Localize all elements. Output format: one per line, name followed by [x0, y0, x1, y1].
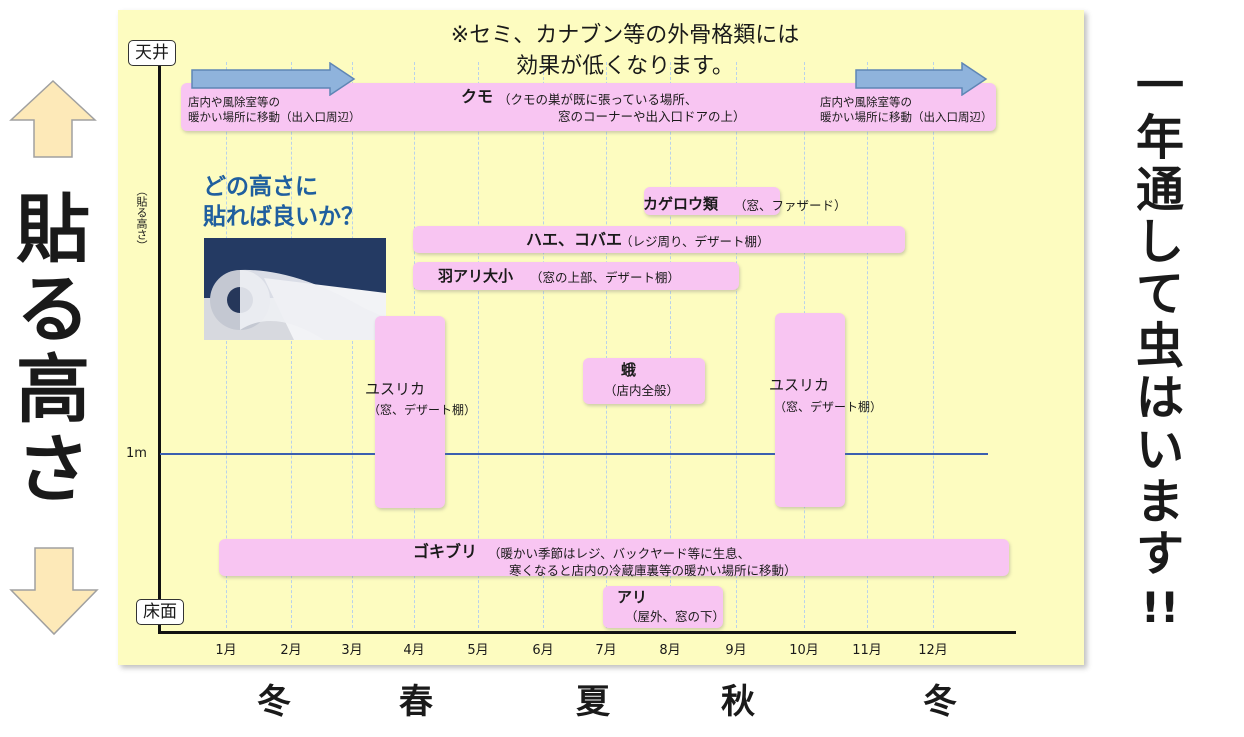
right-arrow-icon [191, 62, 356, 96]
spider-right-note-1: 店内や風除室等の [820, 95, 912, 109]
ceiling-label: 天井 [128, 40, 176, 66]
month-label: 2月 [280, 643, 302, 658]
midge-spring-band [375, 316, 445, 508]
grid-line [352, 62, 353, 628]
cockroach-name: ゴキブリ [413, 542, 478, 561]
grid-line [670, 62, 671, 628]
cockroach-detail-2: 寒くなると店内の冷蔵庫裏等の暖かい場所に移動） [509, 563, 797, 578]
midge-spring-name: ユスリカ [365, 380, 426, 398]
right-title-char: !! [1140, 583, 1180, 632]
right-title-char: す [1135, 526, 1184, 582]
cockroach-band [219, 539, 1009, 576]
ant-band [603, 586, 723, 628]
ant-name: アリ [617, 588, 648, 606]
month-label: 1月 [215, 643, 237, 658]
month-label: 10月 [789, 643, 819, 658]
spider-left-note-2: 暖かい場所に移動（出入口周辺） [188, 110, 361, 124]
month-label: 12月 [918, 643, 948, 658]
right-title-char: 年 [1135, 110, 1184, 166]
grid-line [933, 62, 934, 628]
cockroach-detail-1: （暖かい季節はレジ、バックヤード等に生息、 [488, 546, 751, 561]
grid-line [736, 62, 737, 628]
moth-name: 蛾 [621, 361, 637, 379]
spider-left-note-1: 店内や風除室等の [188, 95, 280, 109]
ant-detail: （屋外、窓の下） [625, 609, 726, 624]
moth-band [583, 358, 705, 404]
grid-line [606, 62, 607, 628]
callout-line-1: どの高さに [203, 174, 318, 200]
up-arrow-icon [9, 79, 97, 158]
floor-label: 床面 [136, 599, 184, 625]
mayfly-name: カゲロウ類 [643, 195, 719, 213]
grid-line [543, 62, 544, 628]
midge-spring-detail: （窓、デザート棚） [368, 403, 477, 417]
spider-detail-2: 窓のコーナーや出入口ドアの上） [558, 109, 746, 124]
left-title-char: さ [16, 427, 90, 513]
month-label: 9月 [725, 643, 747, 658]
grid-line [867, 62, 868, 628]
season-label: 春 [399, 682, 433, 722]
right-title-char: 虫 [1135, 318, 1184, 374]
right-title-char: ま [1135, 474, 1184, 530]
season-label: 夏 [576, 682, 610, 722]
height-axis-label: （貼る高さ） [135, 185, 148, 251]
spider-detail-1: （クモの巣が既に張っている場所、 [498, 92, 698, 107]
month-label: 4月 [403, 643, 425, 658]
moth-detail: （店内全般） [604, 383, 680, 398]
month-label: 8月 [659, 643, 681, 658]
fly-name: ハエ、コバエ [526, 230, 623, 249]
left-title-char: 高 [16, 347, 90, 433]
right-title-char: い [1135, 422, 1184, 478]
left-title-char: る [16, 267, 90, 353]
month-label: 7月 [595, 643, 617, 658]
season-label: 秋 [721, 682, 755, 722]
month-label: 5月 [467, 643, 489, 658]
mayfly-detail: （窓、ファザード） [734, 198, 847, 213]
one-meter-label: 1m [126, 446, 147, 461]
mayfly-band [644, 187, 780, 215]
note-line-1: ※セミ、カナブン等の外骨格類には [450, 23, 800, 48]
callout-line-2: 貼れば良いか？ [203, 204, 364, 230]
winged-ant-name: 羽アリ大小 [438, 267, 514, 285]
spider-name: クモ [461, 87, 494, 106]
right-title-char: 通 [1135, 162, 1184, 218]
left-title-char: 貼 [16, 187, 90, 273]
month-label: 3月 [341, 643, 363, 658]
winged-ant-detail: （窓の上部、デザート棚） [530, 270, 681, 285]
right-title-char: は [1135, 370, 1184, 426]
spider-band [181, 83, 996, 131]
right-title-char: 一 [1135, 58, 1184, 114]
spider-right-note-2: 暖かい場所に移動（出入口周辺） [820, 110, 993, 124]
month-label: 11月 [852, 643, 882, 658]
grid-line [291, 62, 292, 628]
season-label: 冬 [923, 682, 957, 722]
right-title-char: し [1135, 214, 1184, 270]
right-arrow-icon [855, 62, 988, 96]
note-line-2: 効果が低くなります。 [516, 54, 734, 79]
fly-detail: （レジ周り、デザート棚） [620, 234, 770, 249]
winged-ant-band [413, 262, 739, 290]
midge-autumn-band [775, 313, 845, 507]
one-meter-line [160, 453, 988, 455]
grid-line [226, 62, 227, 628]
x-axis [158, 631, 1016, 634]
right-title-char: て [1135, 266, 1184, 322]
tape-photo [204, 238, 386, 340]
midge-autumn-detail: （窓、デザート棚） [774, 400, 883, 414]
season-label: 冬 [257, 682, 291, 722]
y-axis [158, 62, 161, 634]
month-label: 6月 [532, 643, 554, 658]
midge-autumn-name: ユスリカ [769, 376, 830, 394]
down-arrow-icon [9, 547, 99, 636]
fly-band [413, 226, 905, 253]
grid-line [478, 62, 479, 628]
